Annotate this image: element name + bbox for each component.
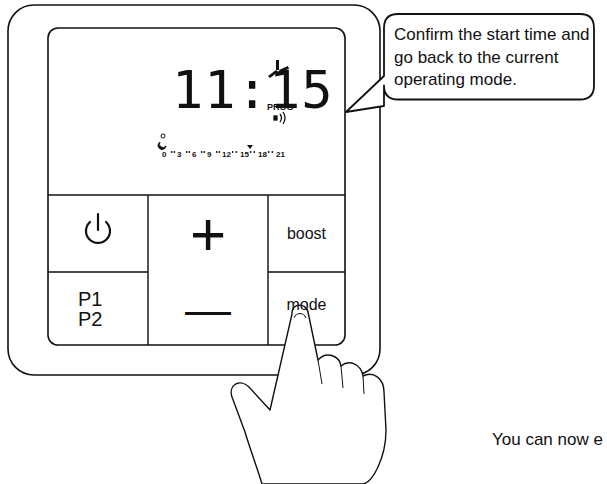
timeline-dot xyxy=(173,151,175,153)
lcd-display: 11:15PROG 0 3 6 9 12 15 18 21 xyxy=(60,40,335,190)
button-label: boost xyxy=(287,226,326,242)
boost-button: boost xyxy=(268,195,345,272)
timeline-dot xyxy=(250,151,252,153)
plus-button: + xyxy=(148,195,268,272)
day-night-icon xyxy=(158,134,166,149)
timeline-dot xyxy=(232,151,234,153)
timeline-dot xyxy=(203,151,205,153)
button-label: mode xyxy=(286,297,326,313)
timeline-hour: 9 xyxy=(207,150,211,159)
timeline-dot xyxy=(216,151,218,153)
time-marker xyxy=(247,145,253,149)
timeline-dot xyxy=(253,151,255,153)
timeline-dot xyxy=(268,151,270,153)
hand-outline xyxy=(231,305,386,484)
program-button: P1 P2 xyxy=(48,272,148,345)
button-divider xyxy=(268,271,345,272)
timeline-dot xyxy=(271,151,273,153)
timeline-dot xyxy=(235,151,237,153)
timeline-hour: 6 xyxy=(192,150,196,159)
minus-button: — xyxy=(148,272,268,345)
button-label: — xyxy=(185,286,231,332)
timeline-dot xyxy=(171,151,173,153)
timeline-hour: 21 xyxy=(276,150,285,159)
timeline-dot xyxy=(186,151,188,153)
timeline-hour: 15 xyxy=(240,150,249,159)
timeline-dot xyxy=(201,151,203,153)
finger-creases xyxy=(318,360,364,394)
button-divider xyxy=(147,195,148,345)
panel-divider xyxy=(48,194,345,195)
timeline-dot xyxy=(218,151,220,153)
finger-nail xyxy=(294,314,306,319)
button-label: P1 P2 xyxy=(78,289,118,329)
note-text: You can now e xyxy=(492,430,603,450)
outer-frame xyxy=(8,5,380,375)
lcd-prog-indicator: PROG xyxy=(267,102,294,112)
button-divider xyxy=(267,195,268,345)
power-icon xyxy=(86,214,110,243)
timeline-hour: 3 xyxy=(177,150,181,159)
callout-outline xyxy=(346,14,594,112)
callout-text: Confirm the start time and go back to th… xyxy=(394,24,590,92)
inner-panel xyxy=(48,28,345,345)
button-label: + xyxy=(190,203,226,265)
mode-button: mode xyxy=(268,272,345,338)
lcd-time: 11:15 xyxy=(172,62,334,118)
timeline-hour: 12 xyxy=(222,150,231,159)
timeline-hour: 18 xyxy=(258,150,267,159)
callout-text: Confirm the start time and go back to th… xyxy=(394,24,590,92)
timeline-hour: 0 xyxy=(162,150,166,159)
button-divider xyxy=(48,271,148,272)
timeline-dot xyxy=(188,151,190,153)
